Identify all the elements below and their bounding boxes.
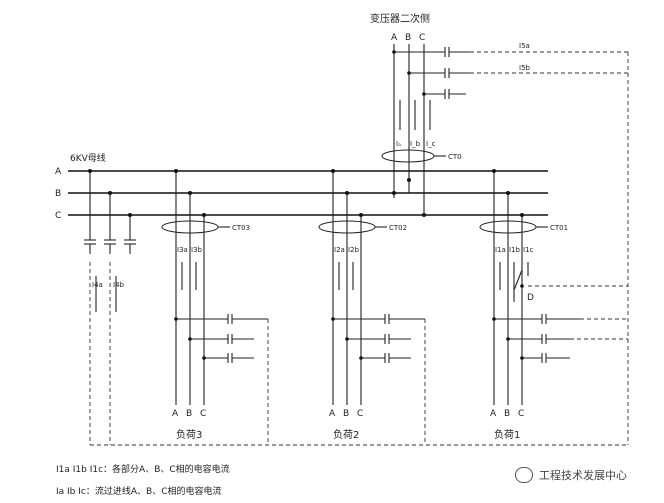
current-i2a: I2a — [334, 246, 345, 254]
load3-phase-a: A — [172, 409, 179, 419]
current-ia: Iₐ — [396, 140, 401, 148]
switch-d-label: D — [527, 293, 534, 303]
current-i1a: I1a — [495, 246, 506, 254]
legend-line-2: Ia Ib Ic：流过进线A、B、C相的电容电流 — [56, 487, 222, 497]
current-i1b: I1b — [509, 246, 521, 254]
current-i3b: I3b — [191, 246, 203, 254]
feeder-load3 — [161, 169, 268, 405]
feeder-load1 — [479, 169, 580, 405]
ct0 — [381, 149, 435, 163]
load1-phase-b: B — [504, 409, 510, 419]
current-i1c: I1c — [523, 246, 534, 254]
bus-phase-a: A — [55, 167, 62, 177]
load3-phase-c: C — [200, 409, 206, 419]
current-ib: I_b — [410, 140, 421, 148]
bus-capacitors — [84, 169, 136, 254]
ct02-label: CT02 — [389, 224, 407, 232]
watermark-text: 工程技术发展中心 — [539, 469, 627, 482]
current-i5a: I5a — [519, 42, 530, 50]
load2-phase-b: B — [343, 409, 349, 419]
load3-phase-b: B — [186, 409, 192, 419]
current-i4a: I4a — [92, 281, 103, 289]
bus-label: 6KV母线 — [70, 152, 106, 164]
bus-phase-c: C — [55, 211, 61, 221]
load2-phase-a: A — [329, 409, 336, 419]
legend-line-1: I1a I1b I1c：各部分A、B、C相的电容电流 — [56, 465, 230, 475]
current-i2b: I2b — [348, 246, 360, 254]
load1-label: 负荷1 — [494, 428, 520, 441]
load1-phase-a: A — [490, 409, 497, 419]
bus-phase-b: B — [55, 189, 61, 199]
watermark: 工程技术发展中心 — [515, 467, 627, 483]
feeder-load2 — [318, 169, 425, 405]
ct01-label: CT01 — [550, 224, 568, 232]
current-ic: I_c — [426, 140, 436, 148]
current-i3a: I3a — [177, 246, 188, 254]
ct03-label: CT03 — [232, 224, 250, 232]
current-i5b: I5b — [519, 64, 531, 72]
tx-capacitors — [444, 47, 470, 99]
wechat-icon — [515, 467, 533, 483]
current-i4b: I4b — [113, 281, 125, 289]
load1-phase-c: C — [518, 409, 524, 419]
tx-phase-c: C — [419, 33, 425, 43]
diagram-title: 变压器二次侧 — [370, 12, 430, 25]
load2-label: 负荷2 — [333, 428, 359, 441]
load3-label: 负荷3 — [176, 428, 202, 441]
load2-phase-c: C — [357, 409, 363, 419]
ct0-label: CT0 — [448, 153, 462, 161]
tx-phase-a: A — [391, 33, 398, 43]
tx-phase-b: B — [405, 33, 411, 43]
